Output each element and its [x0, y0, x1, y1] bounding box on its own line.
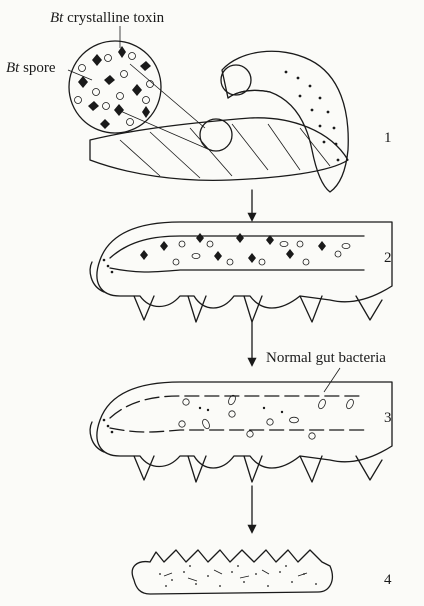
caterpillar-head — [221, 65, 251, 95]
stage-1-illustration — [69, 41, 348, 192]
stage-4-illustration — [132, 550, 332, 594]
gut-bacteria-label: Normal gut bacteria — [266, 350, 386, 366]
stage-number-1: 1 — [384, 130, 392, 146]
spores — [75, 53, 154, 126]
toxin-label: Bt crystalline toxin — [50, 10, 165, 26]
toxin-crystals — [78, 46, 151, 129]
stage-number-2: 2 — [384, 250, 392, 266]
stage-3-illustration — [90, 382, 392, 482]
gut-bacteria-leader — [324, 368, 340, 392]
spore-label: Bt spore — [6, 60, 56, 76]
stage-number-4: 4 — [384, 572, 392, 588]
stage-number-3: 3 — [384, 410, 392, 426]
leaf — [90, 118, 348, 181]
stage-2-illustration — [90, 222, 392, 322]
